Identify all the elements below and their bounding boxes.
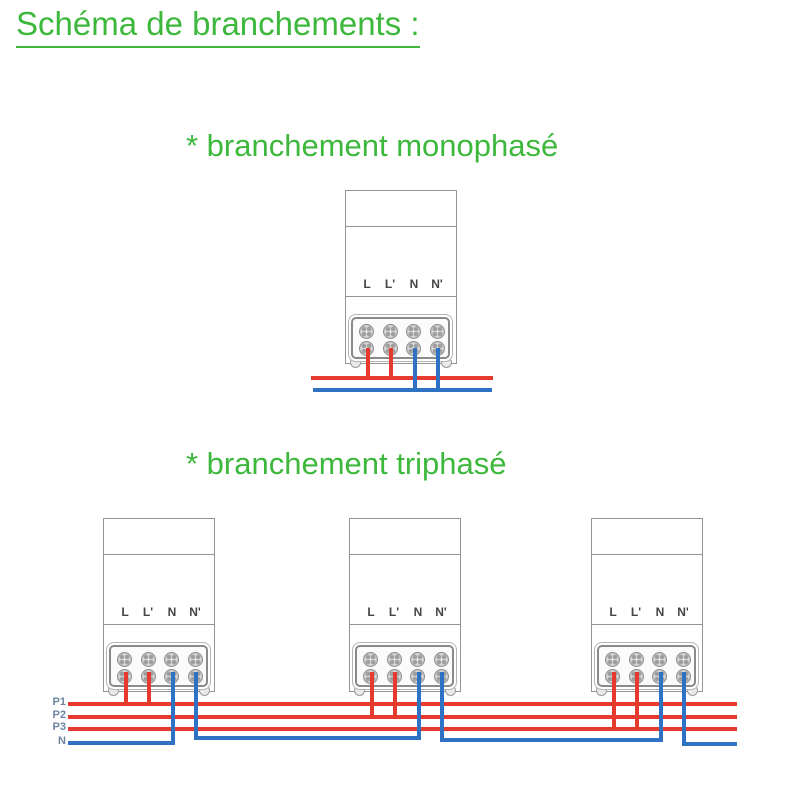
terminal-label-n: N xyxy=(413,605,423,619)
screw-icon xyxy=(117,652,132,667)
wire-d2-n xyxy=(416,672,421,740)
wire-d1-nprime xyxy=(194,672,198,740)
terminal-label-l: L xyxy=(367,605,375,619)
screw-icon xyxy=(140,652,156,667)
terminal-divider xyxy=(103,624,215,625)
terminal-divider xyxy=(345,296,457,297)
terminal-divider xyxy=(591,624,703,625)
screw-icon xyxy=(429,324,445,339)
screw-icon xyxy=(164,652,179,667)
screw-icon xyxy=(675,652,691,667)
screw-icon xyxy=(382,324,398,339)
din-module-1: L L' N N' xyxy=(103,518,215,696)
bus-n-segment-1 xyxy=(68,741,172,745)
bus-p2 xyxy=(68,715,737,719)
screw-icon xyxy=(605,652,620,667)
terminal-label-n: N xyxy=(167,605,177,619)
terminal-label-l: L xyxy=(609,605,617,619)
wire-d3-l xyxy=(611,672,616,731)
screw-icon xyxy=(363,652,378,667)
wire-mono-live-lprime xyxy=(389,348,393,380)
wire-d3-nprime xyxy=(682,672,686,746)
wire-d2-nprime xyxy=(440,672,444,742)
bus-mono-live xyxy=(311,376,493,380)
terminal-divider xyxy=(349,624,461,625)
din-clip-divider xyxy=(591,554,703,555)
section-heading-triphase: * branchement triphasé xyxy=(186,446,507,481)
din-module-3: L L' N N' xyxy=(591,518,703,696)
wire-d1-l xyxy=(123,672,128,706)
din-clip-divider xyxy=(349,554,461,555)
terminal-label-nprime: N' xyxy=(189,605,201,619)
din-clip-divider xyxy=(103,554,215,555)
screw-icon xyxy=(652,652,667,667)
screw-icon xyxy=(386,652,402,667)
screw-icon xyxy=(410,652,425,667)
terminal-label-l: L xyxy=(363,277,371,291)
wire-d3-lprime xyxy=(635,672,639,731)
wire-mono-neutral-n xyxy=(412,348,417,392)
terminal-block xyxy=(351,317,450,359)
wire-d3-n xyxy=(658,672,663,742)
bus-p3 xyxy=(68,727,737,731)
bus-label-n: N xyxy=(58,735,66,747)
terminal-label-nprime: N' xyxy=(431,277,443,291)
wire-d2-lprime xyxy=(393,672,397,719)
terminal-label-nprime: N' xyxy=(435,605,447,619)
page-title: Schéma de branchements : xyxy=(16,5,420,48)
screw-icon xyxy=(406,324,421,339)
screw-icon xyxy=(187,652,203,667)
wire-mono-neutral-nprime xyxy=(436,348,440,392)
terminal-label-n: N xyxy=(655,605,665,619)
terminal-label-lprime: L' xyxy=(388,605,400,619)
wire-d1-lprime xyxy=(147,672,151,706)
bus-p1 xyxy=(68,702,737,706)
terminal-label-n: N xyxy=(409,277,419,291)
bus-label-p2: P2 xyxy=(52,709,66,721)
din-module-2: L L' N N' xyxy=(349,518,461,696)
wire-d1-n xyxy=(170,672,175,745)
screw-icon xyxy=(359,324,374,339)
screw-icon xyxy=(433,652,449,667)
terminal-label-lprime: L' xyxy=(630,605,642,619)
bus-mono-neutral xyxy=(313,388,492,392)
bus-label-p1: P1 xyxy=(52,696,66,708)
din-clip-divider xyxy=(345,226,457,227)
din-module-monophase: L L' N N' xyxy=(345,190,457,368)
screw-icon xyxy=(628,652,644,667)
terminal-label-lprime: L' xyxy=(142,605,154,619)
bus-n-segment-2 xyxy=(194,736,421,740)
bus-n-segment-3 xyxy=(440,738,663,742)
wire-d2-l xyxy=(369,672,374,719)
terminal-label-lprime: L' xyxy=(384,277,396,291)
bus-label-p3: P3 xyxy=(52,721,66,733)
terminal-label-nprime: N' xyxy=(677,605,689,619)
terminal-label-l: L xyxy=(121,605,129,619)
terminal-block xyxy=(597,645,696,687)
section-heading-monophase: * branchement monophasé xyxy=(186,128,559,163)
bus-n-segment-4 xyxy=(682,742,737,746)
wire-mono-live-l xyxy=(365,348,370,380)
